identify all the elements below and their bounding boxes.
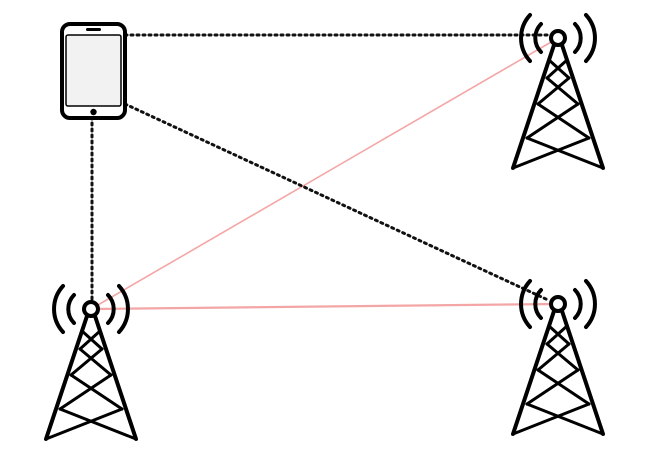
tower-leg-right xyxy=(93,314,138,441)
tower-lattice-brace xyxy=(536,342,571,372)
tower-lattice-brace xyxy=(525,402,605,436)
tower-lattice-brace xyxy=(536,76,571,106)
radio-wave-arc xyxy=(66,293,76,325)
tower-leg-left xyxy=(44,314,89,441)
tower-lattice-brace xyxy=(545,342,580,372)
tower-lattice-brace xyxy=(58,373,113,411)
smartphone-icon xyxy=(60,22,127,120)
phone-home-button xyxy=(90,108,97,116)
radio-wave-arc xyxy=(584,279,597,329)
radio-wave-arc xyxy=(573,22,583,54)
cell-tower-icon xyxy=(511,279,605,436)
link-phone-to-tower-bottom-right xyxy=(123,102,550,302)
tower-lattice-brace xyxy=(536,368,591,406)
cell-tower-icon xyxy=(511,13,605,170)
tower-leg-right xyxy=(560,43,605,170)
antenna-ring xyxy=(549,295,567,313)
tower-lattice-brace xyxy=(525,368,580,406)
radio-wave-arc xyxy=(52,284,65,334)
tower-lattice-brace xyxy=(511,402,591,436)
tower-lattice-brace xyxy=(525,102,580,140)
phone-speaker xyxy=(86,28,101,31)
tower-lattice-brace xyxy=(69,347,104,377)
tower-leg-right xyxy=(560,309,605,436)
radio-wave-arc xyxy=(519,279,532,329)
radio-wave-arc xyxy=(533,288,543,320)
tower-lattice-brace xyxy=(69,373,124,411)
tower-leg-left xyxy=(511,309,556,436)
link-tower-bottom-left-to-tower-bottom-right xyxy=(90,302,559,311)
tower-lattice-brace xyxy=(78,347,113,377)
antenna-ring xyxy=(82,300,100,318)
radio-wave-arc xyxy=(584,13,597,63)
radio-wave-arc xyxy=(533,22,543,54)
tower-lattice-brace xyxy=(78,329,102,351)
tower-lattice-brace xyxy=(536,102,591,140)
cell-tower-icon xyxy=(44,284,138,441)
tower-leg-left xyxy=(511,43,556,170)
radio-wave-arc xyxy=(519,13,532,63)
tower-lattice-brace xyxy=(545,58,569,80)
radio-wave-arc xyxy=(117,284,130,334)
tower-lattice-brace xyxy=(545,324,569,346)
antenna-ring xyxy=(549,29,567,47)
tower-lattice-brace xyxy=(511,136,591,170)
tower-lattice-brace xyxy=(545,76,580,106)
tower-lattice-brace xyxy=(58,407,138,441)
link-tower-bottom-left-to-tower-top-right xyxy=(90,37,559,310)
tower-lattice-brace xyxy=(44,407,124,441)
phone-screen xyxy=(65,34,122,107)
tower-lattice-brace xyxy=(525,136,605,170)
radio-wave-arc xyxy=(106,293,116,325)
links-layer xyxy=(90,33,559,311)
radio-wave-arc xyxy=(573,288,583,320)
